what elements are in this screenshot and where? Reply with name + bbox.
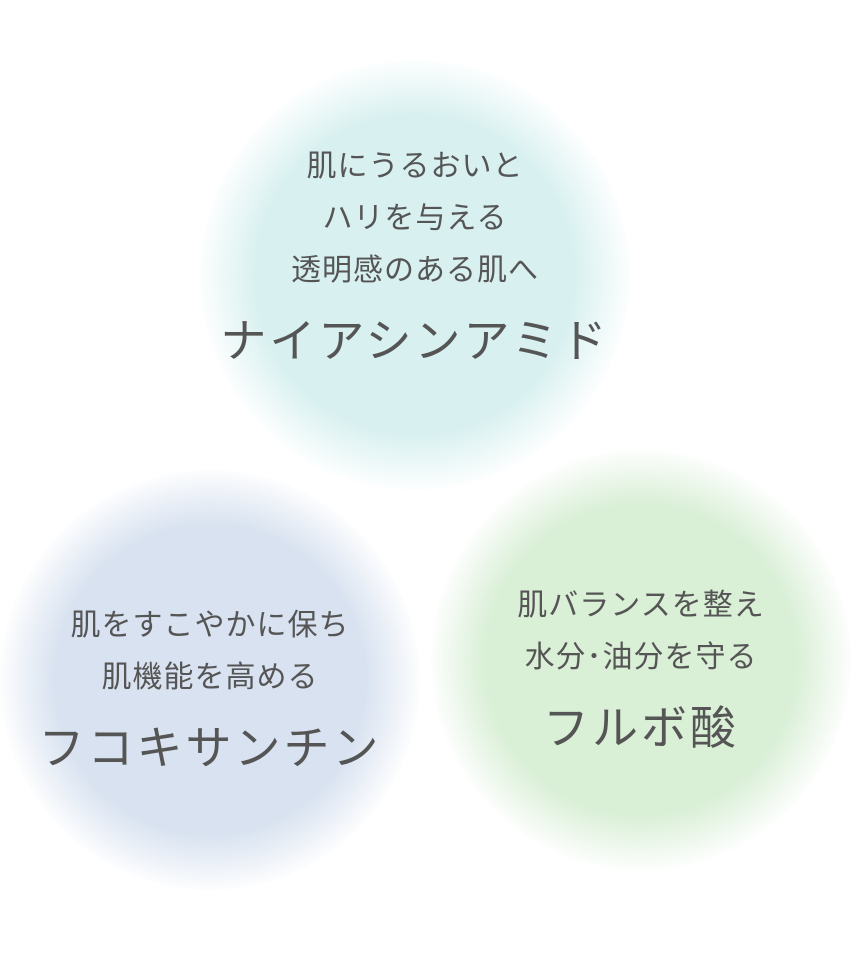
benefit-line: ハリを与える: [322, 201, 508, 236]
ingredient-circle-fulvic-acid: 肌バランスを整え 水分･油分を守る フルボ酸: [431, 450, 851, 870]
benefit-line: 肌バランスを整え: [517, 588, 765, 623]
ingredient-circle-fucoxanthin: 肌をすこやかに保ち 肌機能を高める フコキサンチン: [0, 470, 420, 890]
ingredient-name: フルボ酸: [543, 701, 739, 755]
ingredient-circle-niacinamide: 肌にうるおいと ハリを与える 透明感のある肌へ ナイアシンアミド: [200, 60, 630, 490]
benefit-line: 肌にうるおいと: [306, 149, 524, 184]
benefit-line: 透明感のある肌へ: [291, 253, 539, 288]
benefit-line: 水分･油分を守る: [524, 640, 758, 675]
benefit-line: 肌をすこやかに保ち: [70, 608, 350, 643]
ingredient-text-group: 肌をすこやかに保ち 肌機能を高める フコキサンチン: [39, 580, 382, 780]
ingredient-text-group: 肌にうるおいと ハリを与える 透明感のある肌へ ナイアシンアミド: [220, 141, 609, 409]
benefit-line: 肌機能を高める: [101, 660, 319, 695]
ingredient-name: ナイアシンアミド: [220, 314, 610, 368]
ingredient-text-group: 肌バランスを整え 水分･油分を守る フルボ酸: [517, 560, 764, 760]
ingredient-name: フコキサンチン: [38, 721, 382, 775]
